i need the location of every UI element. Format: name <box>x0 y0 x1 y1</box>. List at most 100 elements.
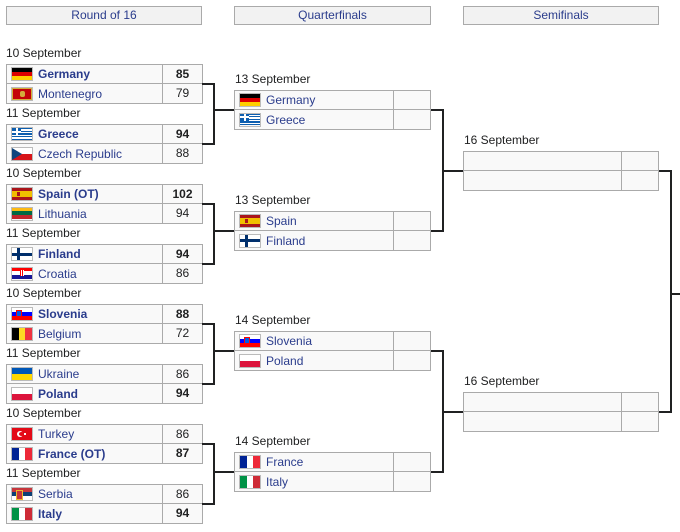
team-name[interactable]: Czech Republic <box>38 146 123 161</box>
team-name[interactable]: Spain (OT) <box>38 187 99 201</box>
connector-line <box>431 109 443 111</box>
team-row <box>463 151 659 171</box>
connector-line <box>213 443 215 505</box>
team-cell: Italy <box>234 472 394 492</box>
team-row: Czech Republic 88 <box>6 144 203 164</box>
team-name[interactable]: Germany <box>38 67 91 81</box>
team-row: Italy 94 <box>6 504 203 524</box>
team-row: Spain <box>234 211 431 231</box>
team-name[interactable]: Belgium <box>38 326 82 341</box>
score-cell: 86 <box>162 424 203 444</box>
team-name[interactable]: Finland <box>266 233 306 248</box>
team-cell: Poland <box>6 384 163 404</box>
croatia-flag-icon <box>11 266 33 281</box>
connector-line <box>202 503 214 505</box>
team-name[interactable]: Slovenia <box>38 307 88 321</box>
slovenia-flag-icon <box>239 334 261 348</box>
spain-flag-icon <box>11 187 33 201</box>
team-cell: Turkey <box>6 424 163 444</box>
score-cell <box>393 110 431 130</box>
team-name[interactable]: Poland <box>38 386 79 401</box>
team-cell: Czech Republic <box>6 144 163 164</box>
score-cell: 94 <box>162 504 203 524</box>
team-cell <box>463 392 622 412</box>
team-name[interactable]: Italy <box>38 506 63 521</box>
team-name[interactable]: France <box>266 455 304 469</box>
score-cell <box>393 351 431 371</box>
team-cell: Ukraine <box>6 364 163 384</box>
team-name[interactable]: Poland <box>266 353 304 368</box>
slovenia-flag-icon <box>11 307 33 321</box>
greece-flag-icon <box>239 112 261 127</box>
team-row: Finland 94 <box>6 244 203 264</box>
connector-line <box>202 203 214 205</box>
connector-line <box>202 443 214 445</box>
score-cell: 88 <box>162 304 203 324</box>
score-cell: 85 <box>162 64 203 84</box>
team-name[interactable]: Montenegro <box>38 86 103 101</box>
team-cell: Montenegro <box>6 84 163 104</box>
team-cell: Greece <box>6 124 163 144</box>
finland-flag-icon <box>239 233 261 248</box>
connector-line <box>213 350 234 352</box>
connector-line <box>213 471 234 473</box>
score-cell: 94 <box>162 244 203 264</box>
score-cell: 87 <box>162 444 203 464</box>
score-cell: 94 <box>162 384 203 404</box>
match-date: 14 September <box>235 434 311 448</box>
team-cell: Lithuania <box>6 204 163 224</box>
connector-line <box>213 83 215 145</box>
team-name[interactable]: Lithuania <box>38 206 87 221</box>
team-row: Poland 94 <box>6 384 203 404</box>
italy-flag-icon <box>11 506 33 521</box>
connector-line <box>431 350 443 352</box>
team-cell: Finland <box>234 231 394 251</box>
team-row: Spain (OT)102 <box>6 184 203 204</box>
connector-line <box>431 230 443 232</box>
serbia-flag-icon <box>11 487 33 501</box>
poland-flag-icon <box>239 353 261 368</box>
match-date: 10 September <box>6 406 82 420</box>
team-cell: Slovenia <box>6 304 163 324</box>
connector-line <box>213 230 234 232</box>
connector-line <box>202 263 214 265</box>
round-of-16-header: Round of 16 <box>6 6 202 25</box>
score-cell: 86 <box>162 364 203 384</box>
team-name[interactable]: Italy <box>266 474 289 489</box>
connector-line <box>202 383 214 385</box>
score-cell <box>393 472 431 492</box>
team-cell: Serbia <box>6 484 163 504</box>
match-date: 11 September <box>6 226 81 240</box>
team-name[interactable]: Greece <box>266 112 306 127</box>
team-row: France <box>234 452 431 472</box>
team-cell: Italy <box>6 504 163 524</box>
connector-line <box>431 471 443 473</box>
match-date: 13 September <box>235 72 311 86</box>
team-name[interactable]: Finland <box>38 247 81 261</box>
team-name[interactable]: Croatia <box>38 266 77 281</box>
quarterfinals-header: Quarterfinals <box>234 6 431 25</box>
connector-line <box>659 411 671 413</box>
team-name[interactable]: Turkey <box>38 427 75 441</box>
team-name[interactable]: Slovenia <box>266 334 313 348</box>
team-name[interactable]: Serbia <box>38 487 73 501</box>
team-cell: Spain (OT) <box>6 184 163 204</box>
connector-line <box>202 143 214 145</box>
team-cell: Finland <box>6 244 163 264</box>
team-name[interactable]: Germany <box>266 93 316 107</box>
ukraine-flag-icon <box>11 367 33 381</box>
team-name[interactable]: Spain <box>266 214 297 228</box>
score-cell: 86 <box>162 484 203 504</box>
france-flag-icon <box>239 455 261 469</box>
team-name[interactable]: Ukraine <box>38 367 80 381</box>
score-cell: 88 <box>162 144 203 164</box>
team-cell: France <box>234 452 394 472</box>
team-name[interactable]: France (OT) <box>38 446 106 461</box>
team-name[interactable]: Greece <box>38 127 79 141</box>
spain-flag-icon <box>239 214 261 228</box>
connector-line <box>213 323 215 385</box>
match-date: 10 September <box>6 46 82 60</box>
